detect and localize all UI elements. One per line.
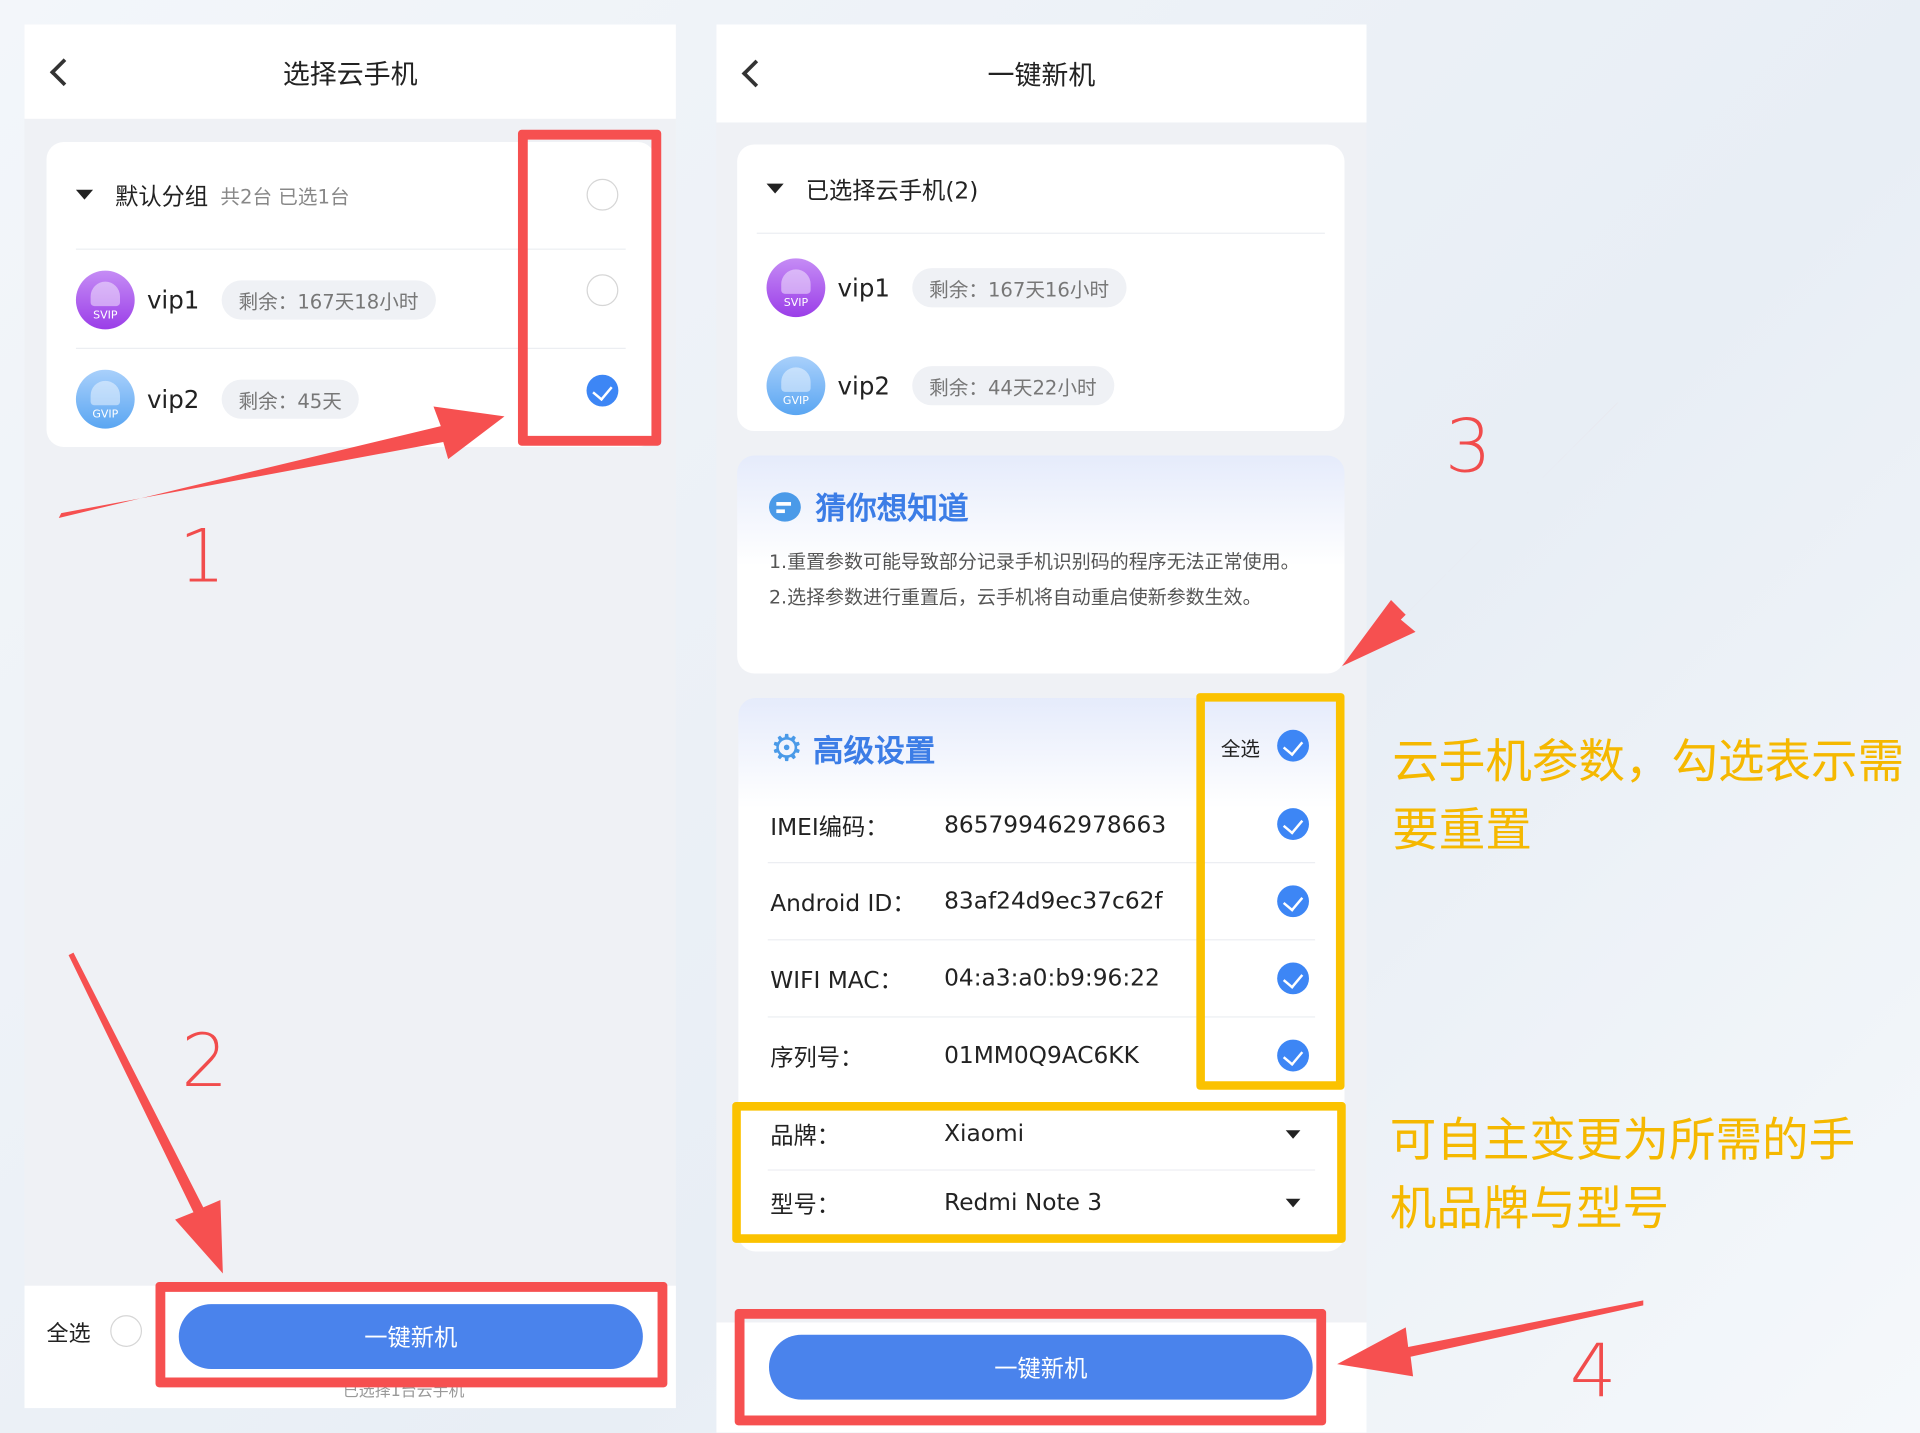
annotation-box-button	[734, 1308, 1327, 1426]
select-phone-screen: 选择云手机 默认分组 共2台 已选1台 SVIP vip1 剩余：167天18小…	[24, 24, 676, 1409]
annotation-box-button	[155, 1282, 668, 1388]
param-checkbox[interactable]	[1277, 885, 1309, 918]
device-row: GVIP vip2 剩余：44天22小时	[766, 355, 1316, 416]
device-radio[interactable]	[586, 274, 619, 307]
param-row-serial: 序列号： 01MM0Q9AC6KK	[770, 1031, 1312, 1080]
select-all-label: 全选	[1220, 737, 1261, 761]
step-4-label: 4	[1569, 1328, 1617, 1415]
chat-bubble-icon	[768, 492, 801, 522]
divider	[767, 939, 1316, 941]
arrow-4	[1337, 1300, 1644, 1377]
divider	[767, 1016, 1316, 1018]
param-value: 865799462978663	[944, 811, 1167, 839]
group-summary: 共2台 已选1台	[220, 184, 350, 209]
bottom-bar: 全选 一键新机 已选择1台云手机	[24, 1285, 676, 1409]
arrow-2	[68, 952, 223, 1274]
param-label: IMEI编码：	[770, 813, 889, 841]
step-1-label: 1	[178, 514, 226, 601]
select-all-label: 全选	[46, 1321, 91, 1347]
bottom-bar: 一键新机	[716, 1322, 1367, 1433]
param-label: Android ID：	[770, 889, 916, 917]
brand-note: 可自主变更为所需的手机品牌与型号	[1389, 1113, 1856, 1236]
brand-value: Xiaomi	[944, 1120, 1025, 1148]
faq-line: 1.重置参数可能导致部分记录手机识别码的程序无法正常使用。	[768, 551, 1300, 574]
params-note: 云手机参数，勾选表示需要重置	[1392, 734, 1905, 858]
brand-select[interactable]: 品牌： Xiaomi	[770, 1109, 1312, 1158]
divider	[767, 1169, 1316, 1171]
advanced-title: ⚙ 高级设置	[770, 727, 936, 771]
selected-phones-card: 已选择云手机(2) SVIP vip1 剩余：167天16小时 GVIP vip…	[737, 144, 1345, 432]
caret-down-icon[interactable]	[75, 189, 94, 200]
arrow-1	[58, 406, 505, 518]
one-click-new-phone-button[interactable]: 一键新机	[178, 1304, 643, 1369]
device-name: vip2	[837, 371, 890, 401]
divider	[75, 347, 626, 349]
android-avatar-icon: GVIP	[766, 356, 826, 416]
selected-header[interactable]: 已选择云手机(2)	[766, 162, 1316, 216]
group-name: 默认分组	[115, 183, 209, 211]
remaining-time: 剩余：45天	[221, 379, 360, 419]
group-radio[interactable]	[586, 178, 619, 211]
annotation-box-params	[1196, 693, 1345, 1090]
param-value: 01MM0Q9AC6KK	[944, 1042, 1139, 1069]
device-name: vip1	[146, 285, 200, 315]
selected-title: 已选择云手机(2)	[805, 176, 979, 204]
remaining-time: 剩余：167天18小时	[221, 280, 436, 320]
divider	[767, 862, 1316, 864]
brand-label: 品牌：	[770, 1122, 841, 1150]
android-avatar-icon: SVIP	[75, 270, 135, 330]
dropdown-caret-icon[interactable]	[1285, 1129, 1301, 1139]
annotation-box-brand	[732, 1102, 1346, 1243]
dropdown-caret-icon[interactable]	[1285, 1198, 1301, 1207]
select-all-radio[interactable]	[110, 1315, 143, 1347]
faq-title: 猜你想知道	[768, 485, 969, 529]
device-name: vip1	[837, 273, 890, 303]
android-avatar-icon: SVIP	[766, 258, 826, 318]
param-checkbox[interactable]	[1277, 808, 1309, 841]
remaining-time: 剩余：167天16小时	[912, 268, 1127, 308]
model-value: Redmi Note 3	[944, 1188, 1103, 1216]
faq-text: 1.重置参数可能导致部分记录手机识别码的程序无法正常使用。 2.选择参数进行重置…	[769, 546, 1320, 615]
param-row-wifi-mac: WIFI MAC： 04:a3:a0:b9:96:22	[770, 954, 1312, 1003]
select-all-checkbox[interactable]	[1277, 729, 1309, 762]
new-phone-screen: 一键新机 已选择云手机(2) SVIP vip1 剩余：167天16小时 GVI…	[716, 24, 1367, 1433]
param-label: 序列号：	[770, 1043, 864, 1071]
faq-card: 猜你想知道 1.重置参数可能导致部分记录手机识别码的程序无法正常使用。 2.选择…	[737, 455, 1345, 674]
header: 选择云手机	[24, 24, 676, 119]
model-label: 型号：	[770, 1190, 841, 1218]
gear-icon: ⚙	[770, 727, 804, 771]
model-select[interactable]: 型号： Redmi Note 3	[770, 1178, 1312, 1227]
param-value: 83af24d9ec37c62f	[944, 887, 1163, 915]
advanced-settings-card: ⚙ 高级设置 全选 IMEI编码： 865799462978663 Android…	[738, 697, 1345, 1252]
arrow-3	[1342, 401, 1619, 667]
android-avatar-icon: GVIP	[75, 369, 135, 429]
one-click-new-phone-button[interactable]: 一键新机	[768, 1334, 1313, 1400]
remaining-time: 剩余：44天22小时	[912, 366, 1114, 406]
faq-line: 2.选择参数进行重置后，云手机将自动重启使新参数生效。	[768, 586, 1262, 609]
group-header[interactable]: 默认分组 共2台 已选1台	[75, 167, 626, 223]
divider	[75, 248, 626, 250]
param-row-android-id: Android ID： 83af24d9ec37c62f	[770, 877, 1312, 926]
caret-down-icon[interactable]	[766, 183, 784, 194]
device-name: vip2	[146, 384, 200, 414]
step-2-label: 2	[181, 1018, 228, 1105]
page-title: 一键新机	[987, 61, 1096, 92]
param-label: WIFI MAC：	[770, 966, 903, 994]
device-group-card: 默认分组 共2台 已选1台 SVIP vip1 剩余：167天18小时 GVIP…	[46, 142, 656, 447]
device-row: SVIP vip1 剩余：167天16小时	[766, 257, 1316, 318]
device-checked[interactable]	[586, 374, 619, 407]
page-title: 选择云手机	[282, 59, 418, 91]
step-3-label: 3	[1444, 404, 1492, 490]
param-value: 04:a3:a0:b9:96:22	[944, 964, 1160, 992]
divider	[756, 232, 1325, 234]
header: 一键新机	[716, 24, 1367, 123]
device-row[interactable]: GVIP vip2 剩余：45天	[75, 369, 626, 430]
device-row[interactable]: SVIP vip1 剩余：167天18小时	[75, 269, 626, 330]
param-checkbox[interactable]	[1277, 962, 1309, 995]
annotation-box-checkboxes	[517, 129, 662, 446]
param-checkbox[interactable]	[1277, 1039, 1309, 1072]
param-row-imei: IMEI编码： 865799462978663	[770, 801, 1312, 850]
